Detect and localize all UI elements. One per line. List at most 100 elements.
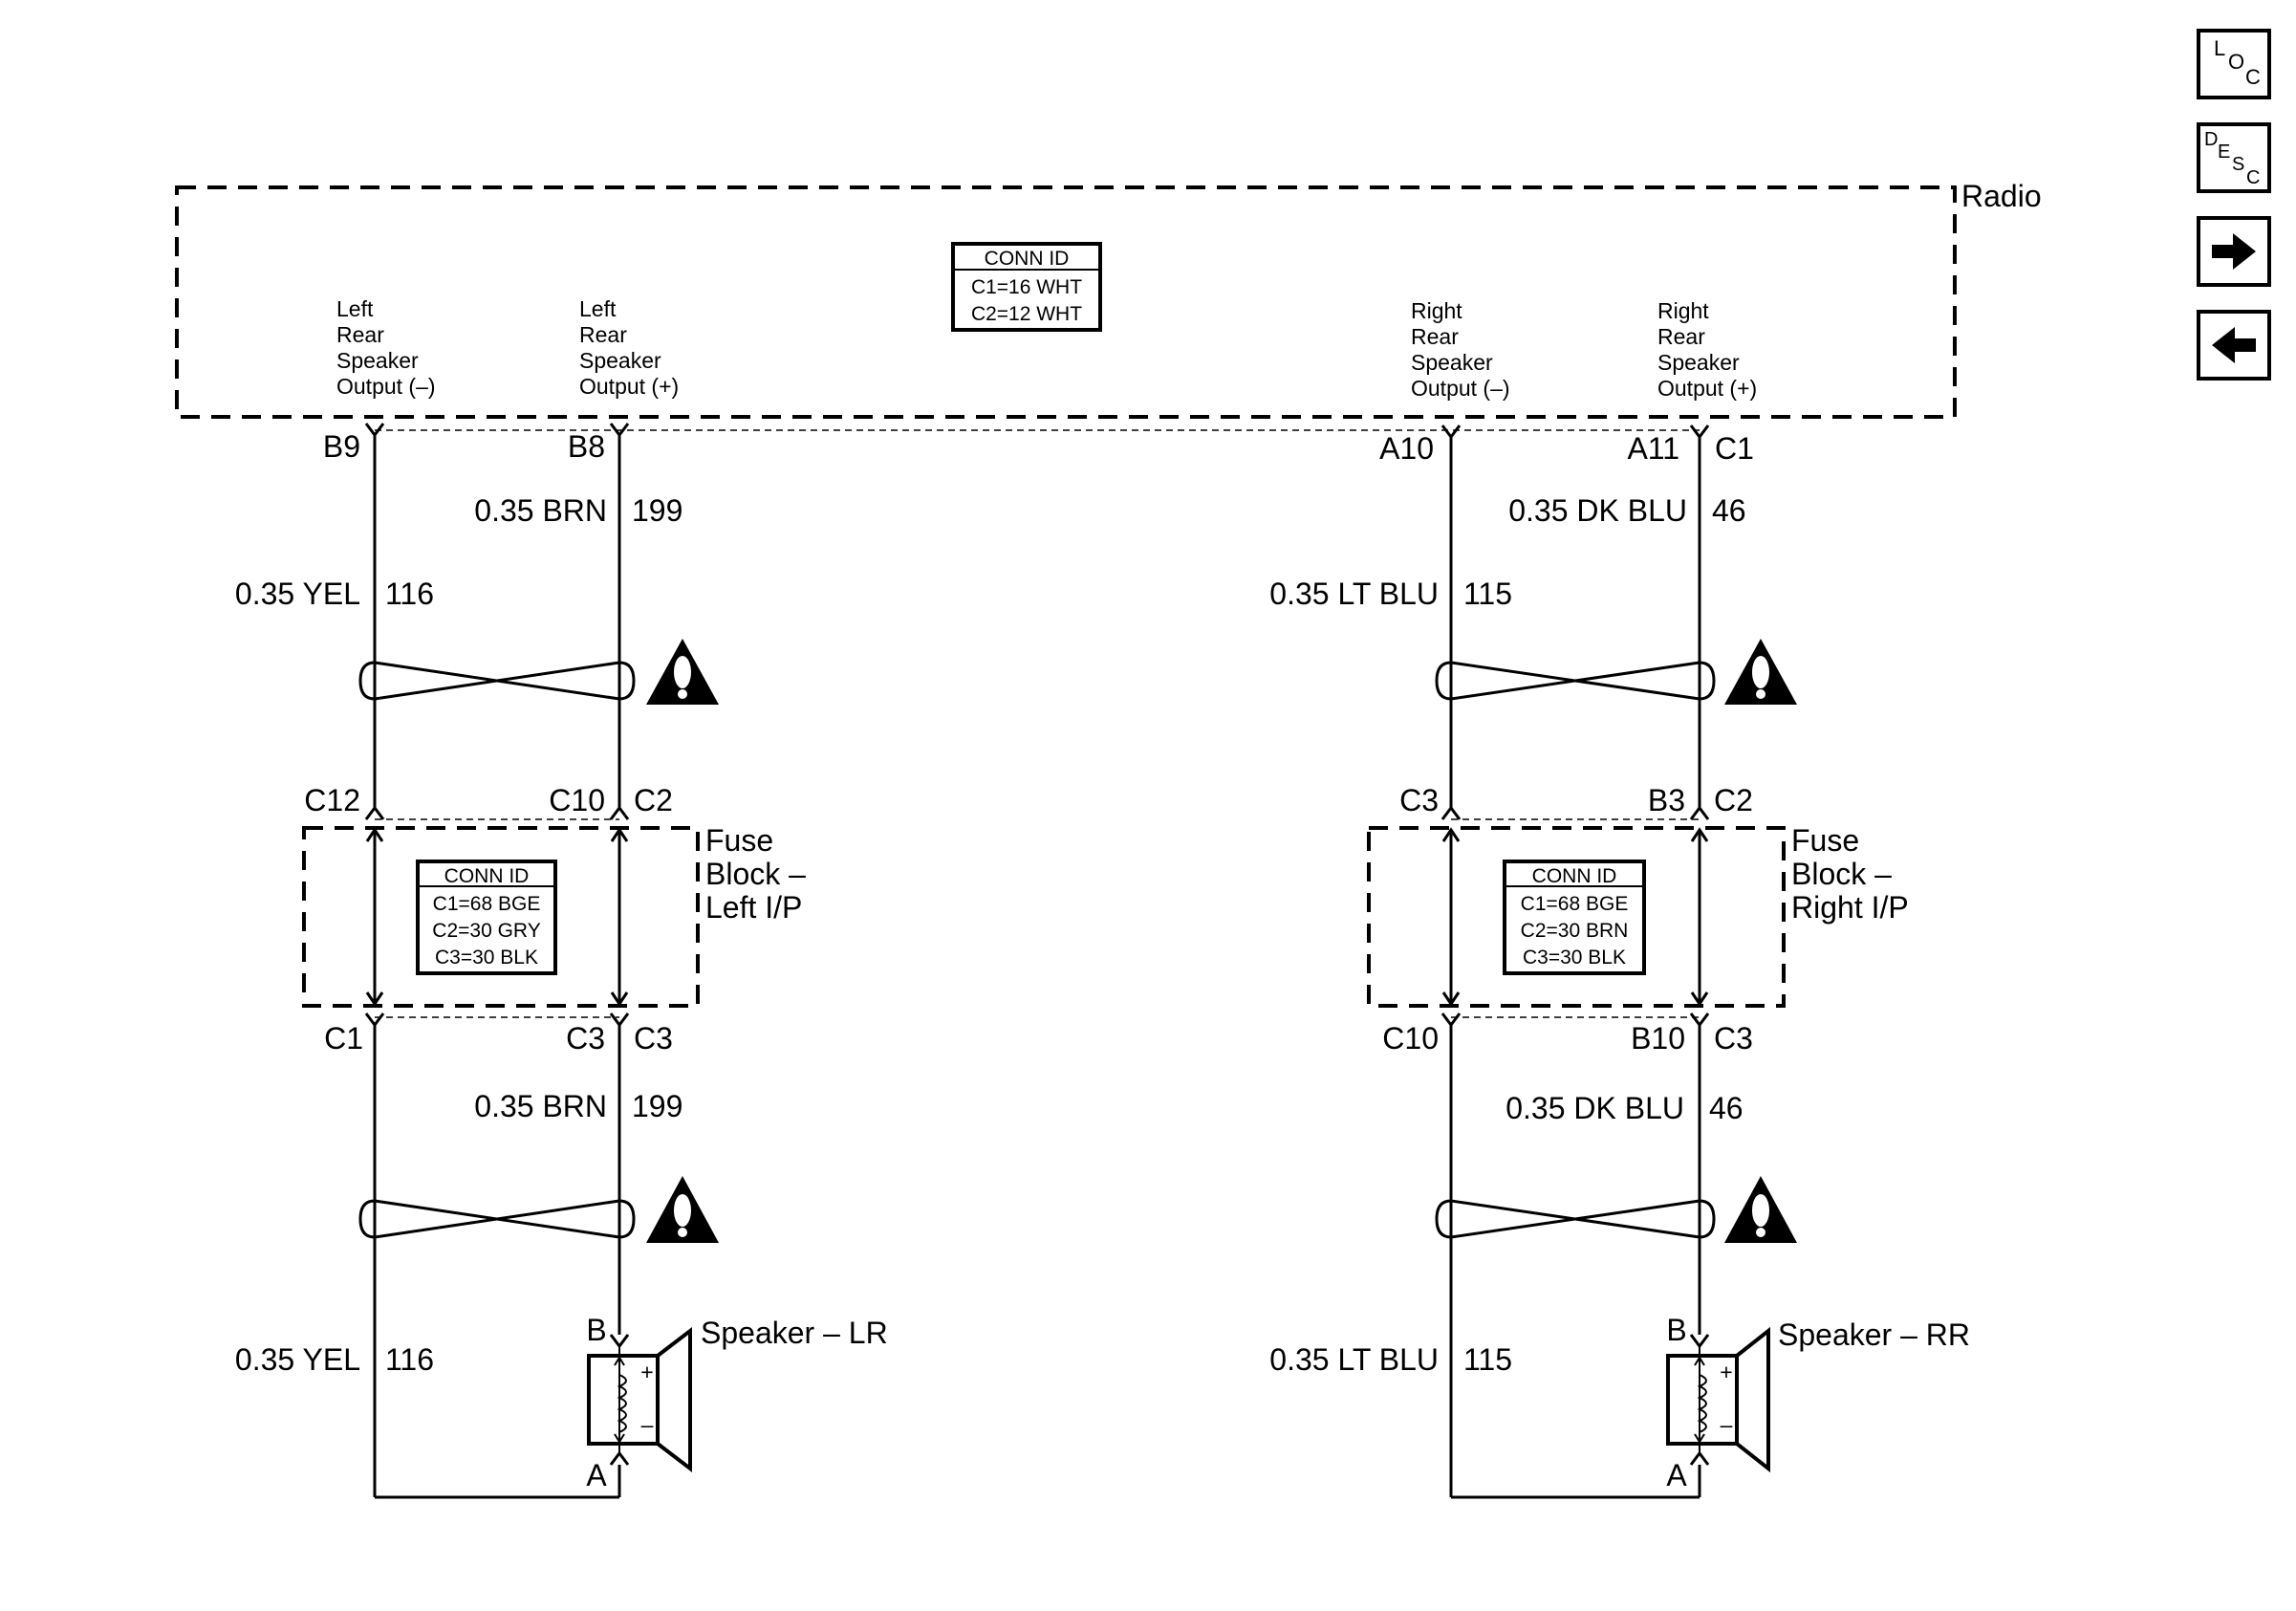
pin-chevron (609, 423, 630, 438)
coil-icon (1697, 1374, 1707, 1433)
pin-label: B10 (1631, 1021, 1685, 1056)
radio-output-label-rr-plus: Right Rear Speaker Output (+) (1657, 298, 1757, 401)
pin-chevron (364, 1012, 385, 1028)
conn-id-line: C1=16 WHT (971, 276, 1082, 298)
arrow-left-icon (2212, 327, 2256, 363)
wire-circuit: 46 (1709, 1091, 1744, 1125)
fuse-block-conn-id-table: CONN ID C1=68 BGE C2=30 GRY C3=30 BLK (416, 860, 557, 975)
pin-chevron (1440, 805, 1462, 820)
conn-id-line: C3=30 BLK (435, 947, 538, 969)
pin-label: A10 (1379, 431, 1434, 466)
arrow-head (365, 827, 384, 842)
plus-sign: + (640, 1360, 653, 1384)
pin-chevron (1689, 1334, 1710, 1349)
wire-spec: 0.35 BRN (474, 493, 607, 528)
twisted-pair-symbol (358, 1199, 636, 1239)
conn-id-line: C2=12 WHT (971, 303, 1082, 325)
output-label-line: Output (–) (336, 374, 436, 399)
pin-label: C2 (1714, 783, 1753, 817)
desc-letter-1: D (2204, 129, 2218, 150)
conn-id-header: CONN ID (444, 865, 530, 887)
twisted-pair-symbol (1435, 1199, 1716, 1239)
fuse-block-title-line: Block – (1791, 857, 1892, 891)
conn-id-header: CONN ID (1532, 865, 1617, 887)
arrow-head (1441, 827, 1461, 842)
output-label-line: Rear (336, 322, 384, 347)
output-label-line: Rear (579, 322, 627, 347)
wire-spec: 0.35 LT BLU (1269, 577, 1439, 611)
wire-circuit: 116 (385, 1342, 434, 1377)
caution-icon (1724, 1176, 1797, 1243)
fuse-block-conn-id-table: CONN ID C1=68 BGE C2=30 BRN C3=30 BLK (1503, 860, 1646, 975)
speaker-lr: B A + – Speaker – LR (586, 1313, 887, 1492)
wire-circuit: 115 (1463, 577, 1512, 611)
wire-spec: 0.35 DK BLU (1505, 1091, 1684, 1125)
conn-id-line: C3=30 BLK (1523, 947, 1626, 969)
wire-spec: 0.35 YEL (235, 1342, 360, 1377)
pin-label: C1 (1715, 431, 1754, 466)
plus-sign: + (1720, 1360, 1732, 1384)
radio-output-label-lr-plus: Left Rear Speaker Output (+) (579, 296, 679, 399)
caution-icon (646, 639, 719, 705)
wire-spec: 0.35 LT BLU (1269, 1342, 1439, 1377)
wire-circuit: 115 (1463, 1342, 1512, 1377)
pin-chevron (609, 1012, 630, 1028)
pin-chevron (609, 1450, 630, 1466)
pin-chevron (1440, 425, 1462, 440)
arrow-head (1690, 991, 1709, 1007)
pin-chevron (1689, 805, 1710, 820)
loc-button[interactable]: L O C (2197, 29, 2271, 99)
pin-chevron (1689, 1012, 1710, 1028)
previous-page-button[interactable] (2197, 310, 2271, 381)
output-label-line: Speaker (336, 348, 419, 373)
pin-label: C10 (549, 783, 605, 817)
speaker-pin-b: B (586, 1313, 606, 1347)
speaker-title: Speaker – LR (701, 1316, 888, 1350)
pin-label: C2 (634, 783, 673, 817)
conn-id-line: C2=30 GRY (432, 920, 540, 942)
desc-letter-4: C (2246, 167, 2260, 188)
output-label-line: Output (–) (1411, 376, 1510, 401)
fuse-block-title-line: Fuse (705, 823, 773, 858)
pin-chevron (609, 1334, 630, 1349)
pin-chevron (609, 805, 630, 820)
desc-button[interactable]: D E S C (2197, 122, 2271, 193)
speaker-title: Speaker – RR (1778, 1317, 1970, 1352)
conn-id-line: C2=30 BRN (1521, 920, 1629, 942)
twisted-pair-symbol (1435, 661, 1716, 701)
pin-label: C10 (1382, 1021, 1439, 1056)
output-label-line: Right (1411, 298, 1462, 323)
output-label-line: Left (579, 296, 617, 321)
radio-title: Radio (1961, 179, 2042, 213)
desc-letter-2: E (2218, 142, 2230, 163)
speaker-pin-a: A (1666, 1458, 1687, 1492)
output-label-line: Rear (1657, 324, 1705, 349)
radio-conn-id-table: CONN ID C1=16 WHT C2=12 WHT (951, 242, 1102, 332)
minus-sign: – (1721, 1412, 1733, 1437)
caution-icon (646, 1176, 719, 1243)
pin-label: C12 (304, 783, 360, 817)
wire-circuit: 199 (632, 1089, 682, 1123)
pin-label: B3 (1648, 783, 1685, 817)
arrow-head (1690, 827, 1709, 842)
wire-spec: 0.35 DK BLU (1508, 493, 1687, 528)
coil-icon (617, 1374, 627, 1433)
pin-label: C3 (1399, 783, 1439, 817)
desc-letter-3: S (2232, 154, 2244, 175)
output-label-line: Speaker (579, 348, 661, 373)
wire-circuit: 199 (632, 493, 682, 528)
pin-chevron (364, 805, 385, 820)
next-page-button[interactable] (2197, 216, 2271, 287)
right-rear-circuit: 0.35 LT BLU 115 0.35 DK BLU 46 C3 B3 C2 … (1269, 425, 1970, 1499)
output-label-line: Right (1657, 298, 1709, 323)
fuse-block-title-line: Fuse (1791, 823, 1859, 858)
output-label-line: Rear (1411, 324, 1459, 349)
fuse-block-right-ip: Fuse Block – Right I/P CONN ID C1=68 BGE… (1367, 823, 1909, 1008)
arrow-head (610, 827, 629, 842)
pin-chevron (1689, 1450, 1710, 1466)
output-label-line: Speaker (1411, 350, 1493, 375)
pin-chevron (1689, 425, 1710, 440)
arrow-head (365, 991, 384, 1007)
pin-label: C3 (634, 1021, 673, 1056)
pin-chevron (364, 423, 385, 438)
